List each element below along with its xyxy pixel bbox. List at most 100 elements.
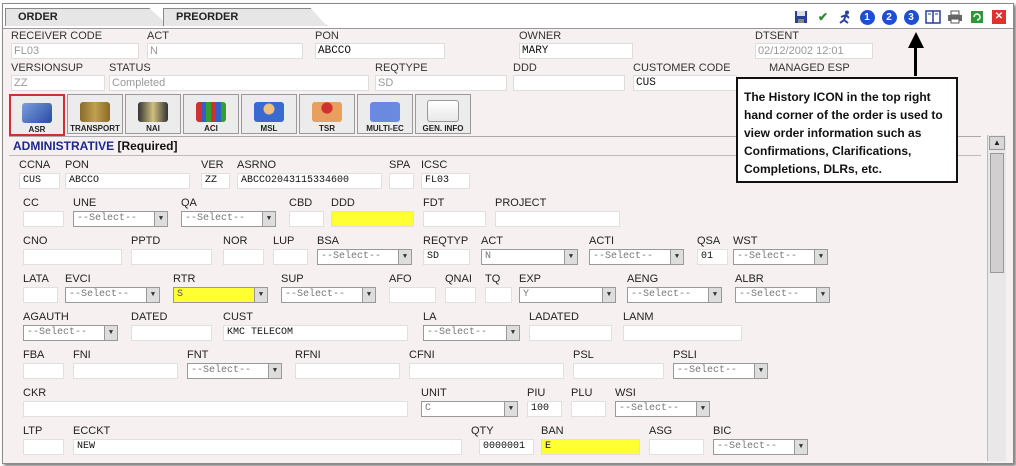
- lata-input[interactable]: [23, 287, 58, 303]
- ltp-input[interactable]: [23, 439, 64, 455]
- wsi-label: WSI: [615, 387, 636, 399]
- nav-asr-button[interactable]: ASR: [9, 94, 65, 136]
- nav-aci-button[interactable]: ACI: [183, 94, 239, 134]
- number-2-icon[interactable]: 2: [881, 9, 897, 25]
- chevron-down-icon: ▼: [268, 364, 281, 378]
- qa-select[interactable]: --Select--▼: [181, 211, 276, 227]
- lup-input[interactable]: [273, 249, 308, 265]
- afo-input[interactable]: [389, 287, 436, 303]
- scroll-up-icon[interactable]: ▲: [989, 136, 1005, 150]
- reqtype-value: SD: [375, 75, 507, 91]
- chevron-down-icon: ▼: [254, 288, 267, 302]
- managed-esp-label: MANAGED ESP: [769, 62, 850, 74]
- fdt-input[interactable]: [423, 211, 486, 227]
- fni-input[interactable]: [73, 363, 178, 379]
- vertical-scrollbar[interactable]: ▲: [987, 135, 1006, 461]
- number-3-icon[interactable]: 3: [903, 9, 919, 25]
- print-icon[interactable]: [947, 9, 963, 25]
- wst-select[interactable]: --Select--▼: [733, 249, 828, 265]
- asg-input[interactable]: [649, 439, 704, 455]
- exp-select[interactable]: Y▼: [519, 287, 616, 303]
- fnt-select[interactable]: --Select--▼: [187, 363, 282, 379]
- cc-input[interactable]: [23, 211, 64, 227]
- qsa-input[interactable]: 01: [697, 249, 728, 265]
- nav-gen-info-button[interactable]: GEN. INFO: [415, 94, 471, 134]
- plu-input[interactable]: [571, 401, 606, 417]
- pptd-input[interactable]: [131, 249, 212, 265]
- qty-input[interactable]: 0000001: [479, 439, 534, 455]
- spa-input[interactable]: [389, 173, 414, 189]
- scroll-thumb[interactable]: [990, 153, 1004, 273]
- cfni-input[interactable]: [409, 363, 564, 379]
- reqtyp-input[interactable]: SD: [423, 249, 470, 265]
- aeng-select[interactable]: --Select--▼: [627, 287, 722, 303]
- agauth-select[interactable]: --Select--▼: [23, 325, 118, 341]
- cbd-input[interactable]: [289, 211, 324, 227]
- ver-input[interactable]: ZZ: [201, 173, 230, 189]
- icsc-input[interactable]: FL03: [421, 173, 470, 189]
- psl-input[interactable]: [573, 363, 664, 379]
- piu-input[interactable]: 100: [527, 401, 562, 417]
- chevron-down-icon: ▼: [104, 326, 117, 340]
- act-select[interactable]: N▼: [481, 249, 578, 265]
- history-book-icon[interactable]: [925, 9, 941, 25]
- nor-input[interactable]: [223, 249, 264, 265]
- acti-select[interactable]: --Select--▼: [589, 249, 684, 265]
- psli-select[interactable]: --Select--▼: [673, 363, 768, 379]
- close-icon[interactable]: ✕: [991, 9, 1007, 25]
- ckr-input[interactable]: [23, 401, 408, 417]
- cno-input[interactable]: [23, 249, 122, 265]
- pon-value: ABCCO: [315, 43, 445, 59]
- project-input[interactable]: [495, 211, 620, 227]
- tab-preorder[interactable]: PREORDER: [163, 8, 327, 26]
- cust-input[interactable]: KMC TELECOM: [223, 325, 408, 341]
- chevron-down-icon: ▼: [814, 250, 827, 264]
- ccna-input[interactable]: CUS: [19, 173, 60, 189]
- rtr-select[interactable]: S▼: [173, 287, 268, 303]
- nav-transport-button[interactable]: TRANSPORT: [67, 94, 123, 134]
- lup-label: LUP: [273, 235, 295, 247]
- lanm-label: LANM: [623, 311, 654, 323]
- unit-label: UNIT: [421, 387, 447, 399]
- us-map-icon: [370, 102, 400, 122]
- chevron-down-icon: ▼: [754, 364, 767, 378]
- chart-icon: [427, 100, 459, 122]
- la-select[interactable]: --Select--▼: [423, 325, 520, 341]
- owner-label: OWNER: [519, 30, 562, 42]
- rfni-input[interactable]: [295, 363, 400, 379]
- qnai-input[interactable]: [445, 287, 476, 303]
- dated-input[interactable]: [131, 325, 212, 341]
- pon-input[interactable]: ABCCO: [65, 173, 190, 189]
- lanm-input[interactable]: [623, 325, 742, 341]
- bsa-select[interactable]: --Select--▼: [317, 249, 412, 265]
- tq-label: TQ: [485, 273, 501, 285]
- tab-order[interactable]: ORDER: [5, 8, 169, 26]
- ladated-input[interactable]: [529, 325, 612, 341]
- sup-select[interactable]: --Select--▼: [281, 287, 376, 303]
- lata-label: LATA: [23, 273, 49, 285]
- checkmark-icon[interactable]: ✔: [817, 10, 829, 24]
- cust-label: CUST: [223, 311, 253, 323]
- ddd-input[interactable]: [331, 211, 414, 227]
- wsi-select[interactable]: --Select--▼: [615, 401, 710, 417]
- runner-icon[interactable]: [837, 9, 853, 25]
- act-field-label: ACT: [481, 235, 503, 247]
- unit-select[interactable]: C▼: [421, 401, 518, 417]
- albr-select[interactable]: --Select--▼: [735, 287, 830, 303]
- nav-tsr-button[interactable]: TSR: [299, 94, 355, 134]
- number-1-icon[interactable]: 1: [859, 9, 875, 25]
- tq-input[interactable]: [485, 287, 512, 303]
- fba-input[interactable]: [23, 363, 64, 379]
- nav-nai-button[interactable]: NAI: [125, 94, 181, 134]
- une-select[interactable]: --Select--▼: [73, 211, 168, 227]
- evci-select[interactable]: --Select--▼: [65, 287, 160, 303]
- ban-input[interactable]: E: [541, 439, 640, 455]
- save-icon[interactable]: [793, 9, 809, 25]
- ecckt-input[interactable]: NEW: [73, 439, 462, 455]
- asrno-input[interactable]: ABCCO2043115334600: [237, 173, 382, 189]
- refresh-icon[interactable]: [969, 9, 985, 25]
- nav-multi-ec-button[interactable]: MULTI-EC: [357, 94, 413, 134]
- nor-label: NOR: [223, 235, 248, 247]
- nav-msl-button[interactable]: MSL: [241, 94, 297, 134]
- bic-select[interactable]: --Select--▼: [713, 439, 808, 455]
